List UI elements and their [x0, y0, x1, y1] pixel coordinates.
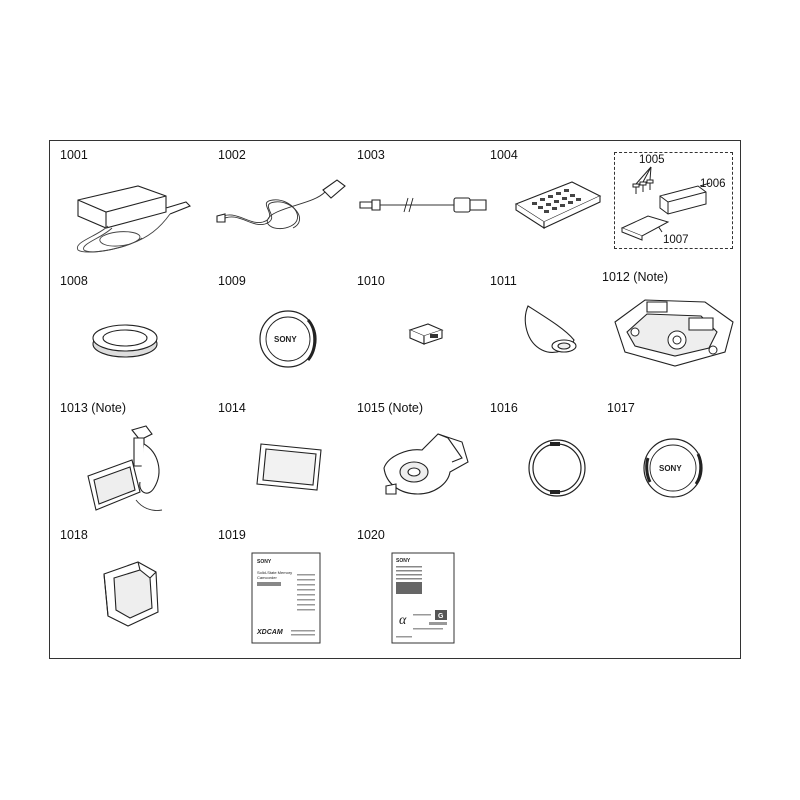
lens-rear-cap-2-illustration: SONY: [640, 436, 706, 500]
manual-1019-title-line1: Solid-State Memory: [257, 570, 292, 575]
lens-front-cap-illustration: [524, 436, 590, 500]
part-label-1011: 1011: [490, 274, 517, 288]
lens-rear-cap-illustration: SONY: [256, 308, 320, 370]
manual-1019-title-line2: Camcorder: [257, 575, 277, 580]
ac-adapter-illustration: [68, 178, 198, 260]
part-label-1017: 1017: [607, 401, 635, 415]
part-label-1008: 1008: [60, 274, 88, 288]
callout-1007: 1007: [663, 234, 689, 246]
part-label-1010: 1010: [357, 274, 385, 288]
part-label-1001: 1001: [60, 148, 88, 162]
usb-adapter-illustration: [406, 320, 446, 348]
part-label-1003: 1003: [357, 148, 385, 162]
screws-bracket-illustration: [614, 152, 733, 249]
part-label-1014: 1014: [218, 401, 246, 415]
sony-logo-manual-1020: SONY: [396, 558, 411, 564]
lcd-protector-sheet-illustration: [255, 440, 325, 494]
sony-logo-cap-2: SONY: [659, 464, 682, 473]
part-label-1015: 1015 (Note): [357, 401, 424, 415]
accessory-group-box: [614, 152, 733, 249]
power-cord-illustration: [215, 178, 355, 240]
part-label-1020: 1020: [357, 528, 385, 542]
part-label-1013: 1013 (Note): [60, 401, 127, 415]
g-lens-mark: G: [438, 613, 444, 620]
usb-cable-illustration: [358, 190, 493, 220]
part-label-1002: 1002: [218, 148, 246, 162]
part-label-1018: 1018: [60, 528, 88, 542]
eyecup-illustration: [520, 300, 580, 360]
lcd-monitor-illustration: [80, 422, 172, 518]
part-label-1016: 1016: [490, 401, 518, 415]
callout-1006: 1006: [700, 178, 726, 190]
xdcam-logo: XDCAM: [256, 629, 283, 636]
sony-logo-cap: SONY: [274, 335, 297, 344]
part-label-1012: 1012 (Note): [602, 270, 669, 284]
handle-illustration: [378, 428, 470, 500]
remote-commander-illustration: [510, 178, 606, 232]
parts-diagram-frame: [49, 140, 741, 659]
body-cap-illustration: [90, 318, 160, 360]
part-label-1004: 1004: [490, 148, 518, 162]
operating-manual-1020-illustration: SONY α G: [391, 552, 455, 644]
sony-logo-manual-1019: SONY: [257, 559, 272, 565]
alpha-logo: α: [399, 613, 407, 628]
part-label-1009: 1009: [218, 274, 246, 288]
part-label-1019: 1019: [218, 528, 246, 542]
lens-hood-illustration: [98, 558, 162, 630]
grip-remote-commander-illustration: [605, 292, 740, 372]
callout-1005: 1005: [639, 154, 665, 166]
operating-manual-1019-illustration: SONY Solid-State Memory Camcorder XDCAM: [251, 552, 321, 644]
